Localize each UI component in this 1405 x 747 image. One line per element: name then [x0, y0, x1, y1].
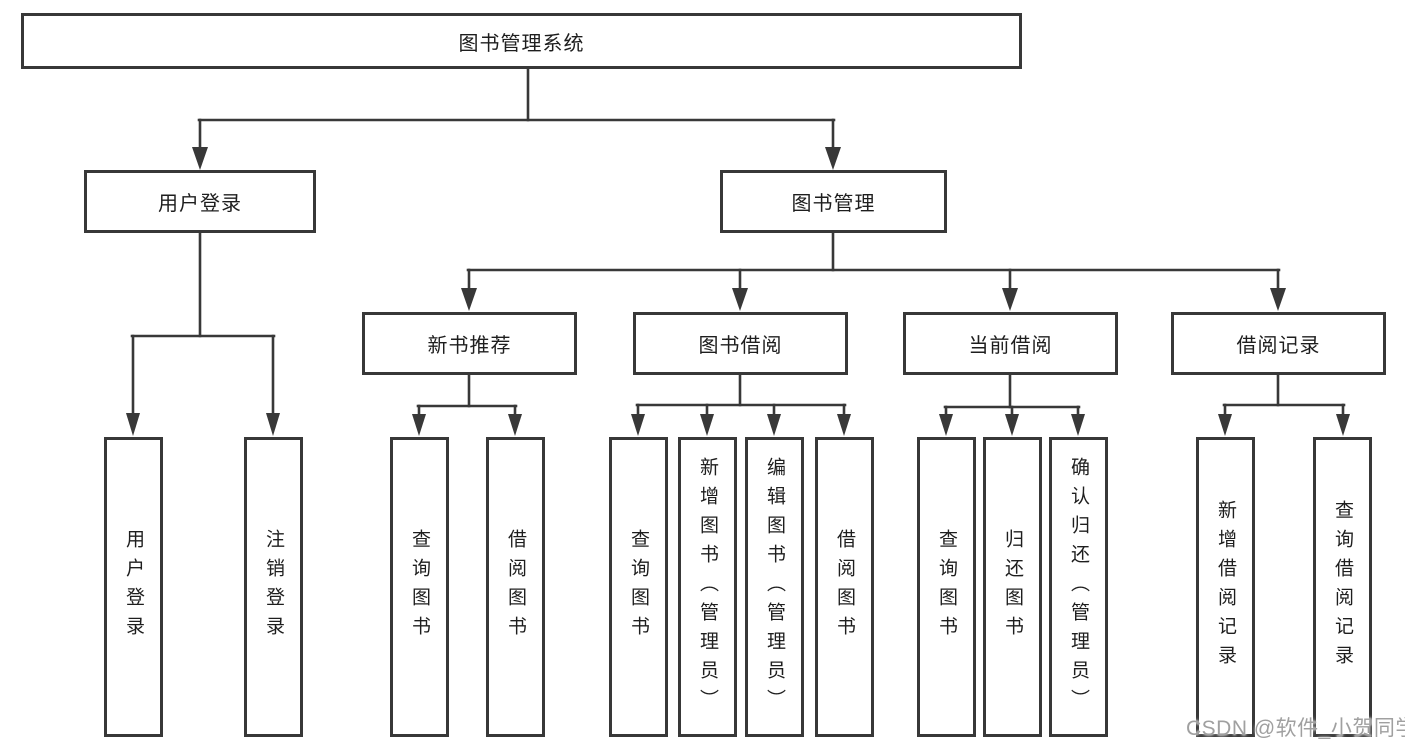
leaf-borrow-books-label: 借阅图书	[834, 529, 855, 645]
leaf-query-books-current: 查询图书	[917, 437, 976, 737]
leaf-return-books: 归还图书	[983, 437, 1042, 737]
node-borrow-records: 借阅记录	[1171, 312, 1386, 375]
leaf-query-books-current-label: 查询图书	[936, 529, 957, 645]
node-book-management: 图书管理	[720, 170, 947, 233]
leaf-query-books-recommend-label: 查询图书	[409, 529, 430, 645]
leaf-return-books-label: 归还图书	[1002, 529, 1023, 645]
leaf-borrow-books-recommend-label: 借阅图书	[505, 529, 526, 645]
node-user-login-label: 用户登录	[158, 193, 242, 215]
node-current-borrow: 当前借阅	[903, 312, 1118, 375]
leaf-edit-books-admin: 编辑图书（管理员）	[745, 437, 804, 737]
node-current-borrow-label: 当前借阅	[968, 335, 1053, 357]
csdn-watermark: CSDN @软件_小贺同学	[1186, 717, 1405, 740]
node-book-borrow-label: 图书借阅	[698, 335, 783, 357]
leaf-add-borrow-record-label: 新增借阅记录	[1215, 500, 1236, 674]
leaf-query-books-recommend: 查询图书	[390, 437, 449, 737]
node-borrow-records-label: 借阅记录	[1236, 335, 1321, 357]
node-root: 图书管理系统	[21, 13, 1022, 69]
node-book-borrow: 图书借阅	[633, 312, 848, 375]
leaf-edit-books-admin-label: 编辑图书（管理员）	[764, 456, 785, 718]
leaf-logout: 注销登录	[244, 437, 303, 737]
leaf-borrow-books: 借阅图书	[815, 437, 874, 737]
leaf-query-books-borrow-label: 查询图书	[628, 529, 649, 645]
leaf-query-borrow-record: 查询借阅记录	[1313, 437, 1372, 737]
leaf-user-login: 用户登录	[104, 437, 163, 737]
leaf-add-books-admin: 新增图书（管理员）	[678, 437, 737, 737]
node-new-book-recommend: 新书推荐	[362, 312, 577, 375]
leaf-confirm-return-admin: 确认归还（管理员）	[1049, 437, 1108, 737]
node-user-login: 用户登录	[84, 170, 316, 233]
leaf-confirm-return-admin-label: 确认归还（管理员）	[1068, 456, 1089, 718]
leaf-logout-label: 注销登录	[263, 529, 284, 645]
leaf-user-login-label: 用户登录	[123, 529, 144, 645]
leaf-add-borrow-record: 新增借阅记录	[1196, 437, 1255, 737]
node-new-book-recommend-label: 新书推荐	[427, 335, 512, 357]
leaf-borrow-books-recommend: 借阅图书	[486, 437, 545, 737]
leaf-query-borrow-record-label: 查询借阅记录	[1332, 500, 1353, 674]
node-root-label: 图书管理系统	[458, 32, 585, 55]
leaf-query-books-borrow: 查询图书	[609, 437, 668, 737]
leaf-add-books-admin-label: 新增图书（管理员）	[697, 456, 718, 718]
node-book-management-label: 图书管理	[791, 193, 876, 215]
